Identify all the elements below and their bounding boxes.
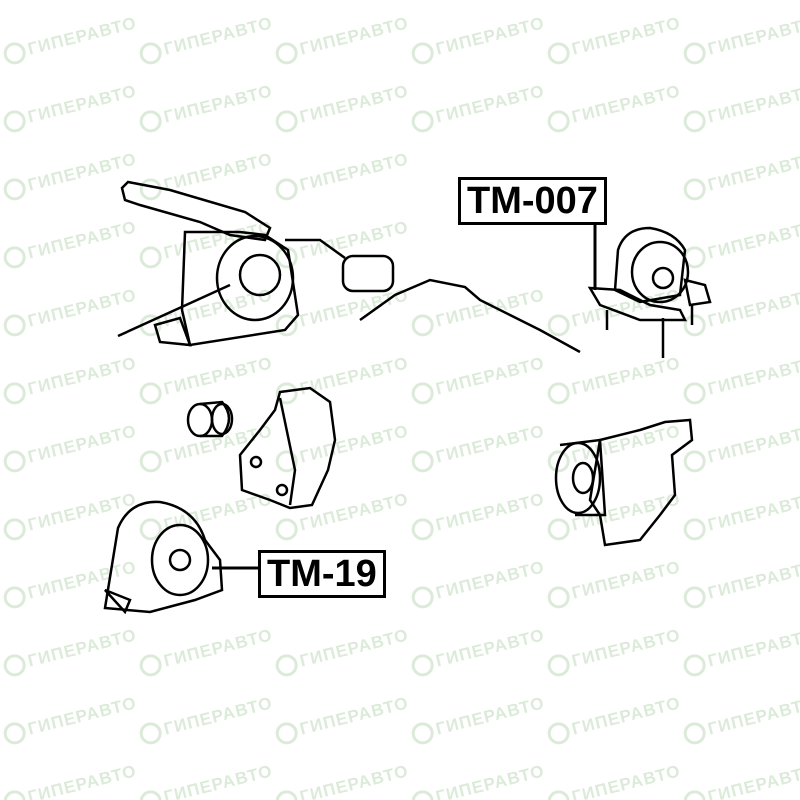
mount-bracket <box>238 386 337 510</box>
mount-tm-007 <box>587 222 712 358</box>
mount-tm-19 <box>103 500 260 615</box>
bushing <box>186 400 234 438</box>
front-engine-mount <box>120 180 395 347</box>
torque-rod-line <box>117 238 581 354</box>
rear-engine-mount <box>554 418 694 547</box>
part-label-tm-19: TM-19 <box>258 550 386 598</box>
part-label-tm-007: TM-007 <box>458 177 607 225</box>
